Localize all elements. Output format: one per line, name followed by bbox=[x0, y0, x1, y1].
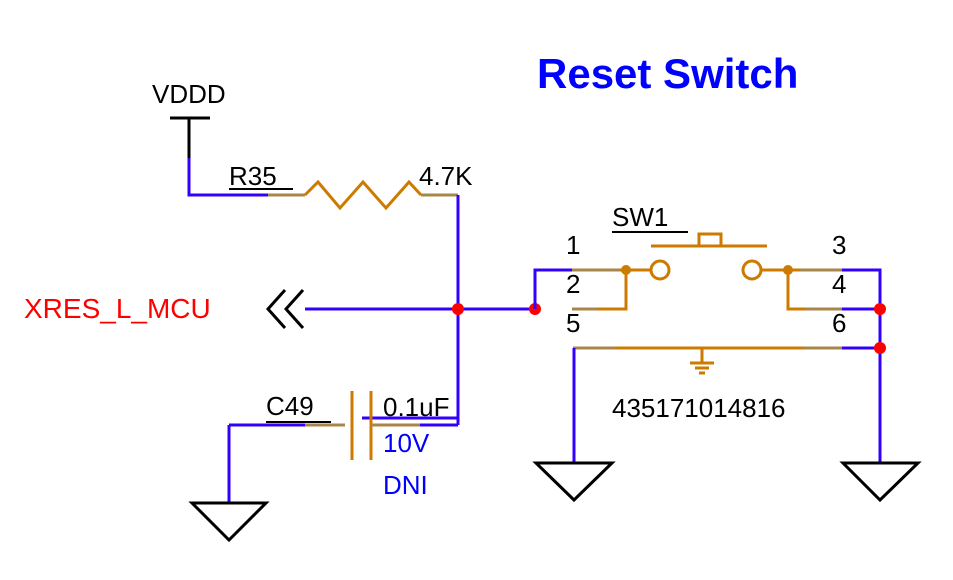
ground-icon bbox=[188, 501, 270, 543]
wire-r35-c49 bbox=[362, 195, 460, 420]
resistor-r35: R35 4.7K bbox=[229, 161, 473, 211]
capacitor-ref: C49 bbox=[266, 391, 314, 421]
wire-vddd-r35 bbox=[187, 158, 268, 197]
junction-dot bbox=[874, 342, 886, 354]
pin-6: 6 bbox=[832, 308, 846, 338]
pin-2: 2 bbox=[566, 269, 580, 299]
power-symbol-vddd: VDDD bbox=[152, 79, 226, 158]
pin-4: 4 bbox=[832, 269, 846, 299]
title: Reset Switch bbox=[537, 50, 798, 97]
capacitor-voltage: 10V bbox=[383, 428, 430, 458]
double-chevron-left-icon bbox=[265, 288, 305, 330]
junction-dot bbox=[452, 303, 464, 315]
resistor-ref: R35 bbox=[229, 161, 277, 191]
pin-1: 1 bbox=[566, 230, 580, 260]
switch-sw1: SW1 1 2 3 4 5 6 bbox=[533, 202, 882, 463]
capacitor-dni: DNI bbox=[383, 470, 428, 500]
switch-part-number: 435171014816 bbox=[612, 393, 786, 423]
capacitor-c49: C49 0.1uF 10V DNI bbox=[229, 391, 458, 500]
pin-3: 3 bbox=[832, 230, 846, 260]
power-label: VDDD bbox=[152, 79, 226, 109]
ground-icon bbox=[532, 461, 616, 503]
junction-dot bbox=[874, 303, 886, 315]
chassis-ground-icon bbox=[690, 348, 714, 375]
resistor-value: 4.7K bbox=[419, 161, 473, 191]
net-label-xres: XRES_L_MCU bbox=[24, 293, 211, 324]
switch-ref: SW1 bbox=[612, 202, 668, 232]
capacitor-value: 0.1uF bbox=[383, 392, 450, 422]
pin-5: 5 bbox=[566, 308, 580, 338]
ground-icon bbox=[839, 461, 922, 503]
